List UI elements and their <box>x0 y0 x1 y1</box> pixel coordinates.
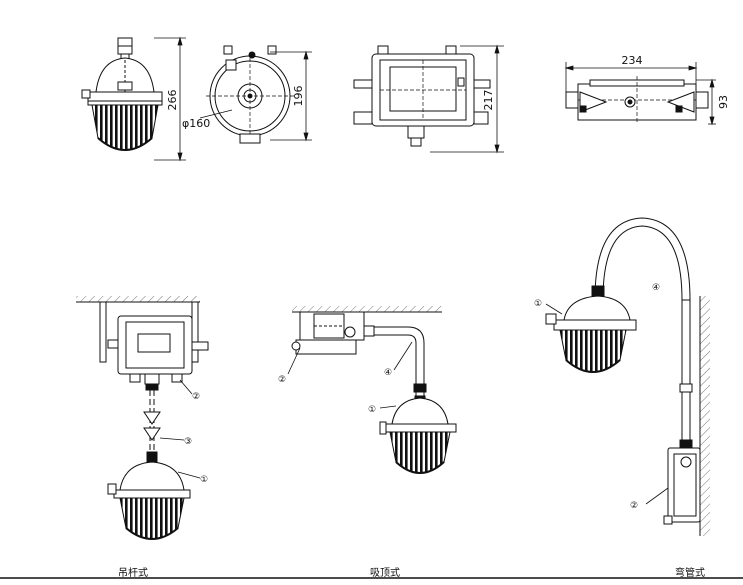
bent-pipe-mount-assembly <box>545 217 710 536</box>
depth-dimension-196 <box>270 50 312 142</box>
callout-lamp-bent-pipe: ① <box>534 299 542 309</box>
depth-dimension-93 <box>696 78 716 126</box>
caption-bent-pipe-mount: 弯管式 <box>675 566 705 579</box>
dimension-label-234: 234 <box>622 54 643 67</box>
callout-junction-box-ceiling: ② <box>278 375 286 385</box>
height-dimension-266 <box>154 36 186 162</box>
ceiling-callout-leaders <box>287 341 413 409</box>
lamp-plan-view <box>199 45 294 144</box>
caption-ceiling-mount: 吸顶式 <box>370 566 400 579</box>
callout-rod-pendant: ③ <box>184 437 192 447</box>
width-dimension-234 <box>564 62 698 92</box>
lamp-front-view <box>81 37 163 151</box>
callout-bent-pipe-ceiling: ④ <box>384 368 392 378</box>
bent-pipe-callout-leaders <box>545 303 669 505</box>
pendant-mount-assembly <box>76 296 209 540</box>
callout-lamp-ceiling: ① <box>368 405 376 415</box>
dimension-label-93: 93 <box>717 95 730 109</box>
junction-box-front-view <box>353 45 491 147</box>
dimension-label-phi160: φ160 <box>182 117 210 130</box>
callout-junction-box-bent-pipe: ② <box>630 501 638 511</box>
dimension-label-196: 196 <box>292 86 305 107</box>
junction-box-side-view <box>565 76 709 124</box>
callout-lamp-pendant: ① <box>200 475 208 485</box>
dimension-label-266: 266 <box>166 90 179 111</box>
caption-pendant-mount: 吊杆式 <box>118 566 148 579</box>
height-dimension-217 <box>430 44 504 154</box>
callout-bent-pipe-bent-pipe: ④ <box>652 283 660 293</box>
pendant-callout-leaders <box>159 379 201 479</box>
dimension-label-217: 217 <box>482 90 495 111</box>
callout-junction-box-pendant: ② <box>192 392 200 402</box>
ceiling-mount-assembly <box>291 306 457 474</box>
